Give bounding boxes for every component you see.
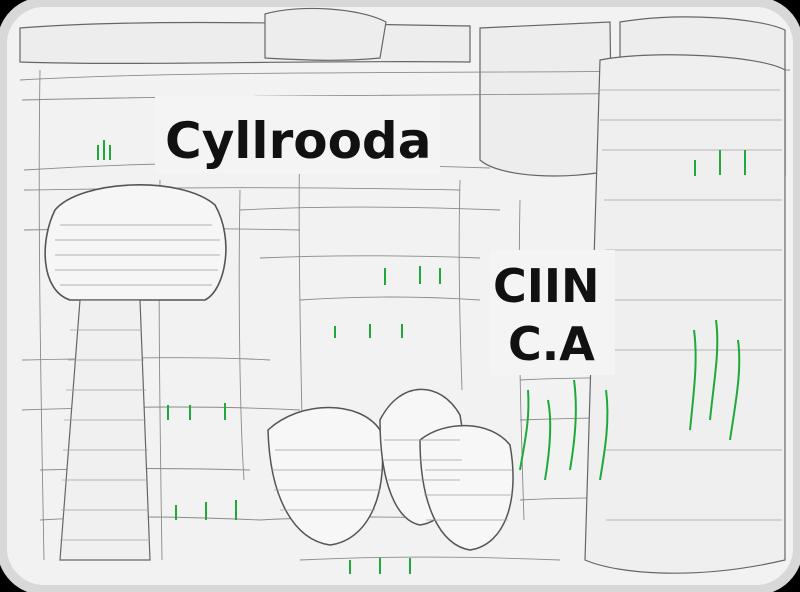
title-right-block: CIIN C.A [490, 250, 615, 375]
center-cylinders [267, 388, 514, 551]
right-container [519, 54, 786, 574]
grass-strokes [519, 319, 741, 481]
title-left-block: Cyllrooda [155, 96, 440, 174]
left-bulb [44, 184, 227, 561]
green-ticks [97, 140, 746, 574]
title-right-line2: C.A [508, 317, 595, 371]
title-left: Cyllrooda [165, 112, 431, 170]
title-right-line1: CIIN [493, 259, 600, 313]
